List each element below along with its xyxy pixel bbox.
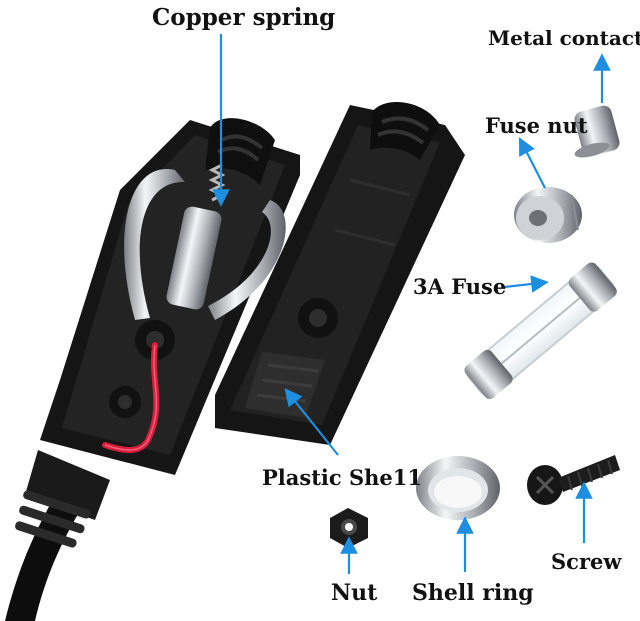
arrow-fuse-nut bbox=[518, 137, 546, 189]
nut-graphic bbox=[330, 508, 368, 548]
cable-strain-relief bbox=[15, 450, 110, 548]
metal-contact-graphic bbox=[574, 105, 620, 158]
label-3a-fuse: 3A Fuse bbox=[413, 274, 507, 299]
label-nut: Nut bbox=[331, 580, 378, 606]
left-shell-half bbox=[40, 118, 300, 475]
right-shell-half bbox=[215, 102, 465, 445]
screw-graphic bbox=[527, 455, 620, 505]
label-screw: Screw bbox=[551, 549, 622, 574]
label-fuse-nut: Fuse nut bbox=[485, 113, 588, 138]
label-copper-spring: Copper spring bbox=[152, 4, 336, 31]
pointer-arrows bbox=[212, 34, 611, 574]
fuse-nut-graphic bbox=[514, 187, 582, 243]
arrow-3a-fuse bbox=[504, 275, 549, 293]
fuse-3a-graphic bbox=[464, 262, 617, 400]
label-shell-ring: Shell ring bbox=[412, 580, 534, 606]
label-plastic-shell: Plastic She11 bbox=[262, 465, 422, 490]
label-metal-contact: Metal contact bbox=[488, 26, 640, 50]
arrow-plastic-shell bbox=[284, 388, 339, 456]
shell-ring-graphic bbox=[416, 456, 500, 520]
